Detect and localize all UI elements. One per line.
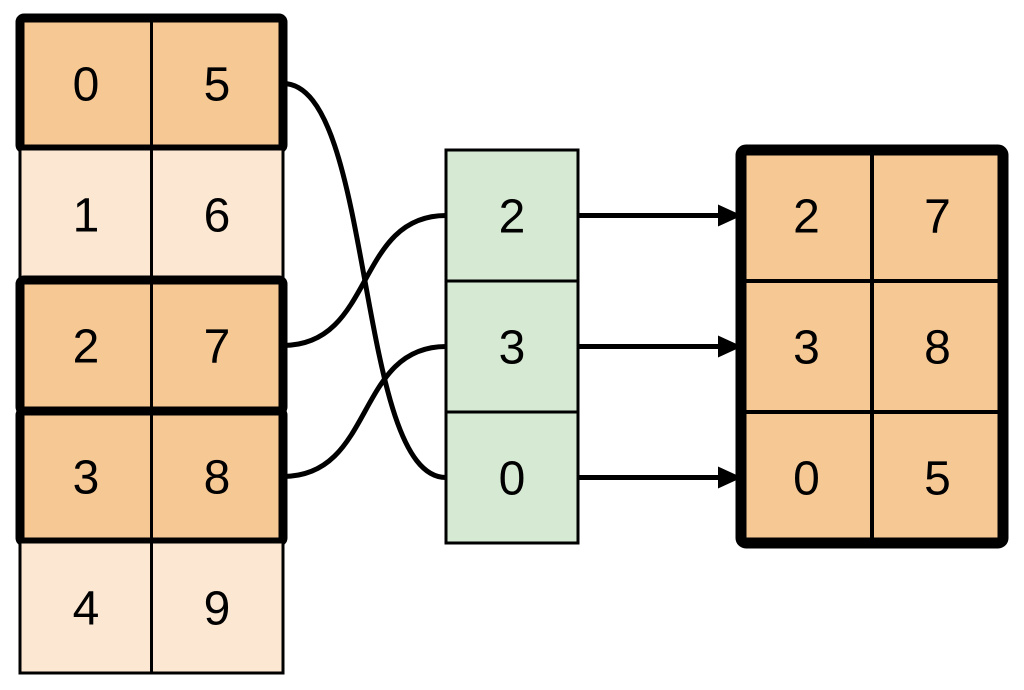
result-cell-value: 0	[793, 453, 820, 506]
source-cell	[18, 409, 153, 544]
source-row-1: 1 6	[18, 147, 285, 282]
result-cell-value: 3	[793, 322, 820, 375]
index-cell-0: 2	[444, 148, 580, 283]
connector-curves	[282, 81, 447, 480]
source-cell-value: 7	[204, 321, 231, 374]
result-arrows	[578, 204, 742, 489]
result-row-2: 0 5	[739, 410, 1005, 545]
result-row-1: 3 8	[739, 279, 1005, 414]
source-row-2: 2 7	[15, 275, 288, 416]
source-cell-value: 9	[204, 583, 231, 636]
source-cell	[150, 16, 285, 151]
source-cell-value: 8	[204, 452, 231, 505]
index-cell-1: 3	[444, 279, 580, 414]
source-cell-value: 5	[204, 59, 231, 112]
source-row-0: 0 5	[15, 13, 288, 154]
index-cell-value: 3	[499, 322, 526, 375]
arrowhead-icon	[718, 335, 742, 358]
result-table: 2 7 3 8 0 5	[735, 144, 1009, 549]
source-cell-value: 0	[73, 59, 100, 112]
arrow-index-cell-2-to-result-row-2	[578, 466, 742, 489]
source-cell	[18, 540, 153, 675]
result-cell	[870, 410, 1005, 545]
source-cell-value: 3	[73, 452, 100, 505]
source-cell-value: 4	[73, 583, 100, 636]
index-column: 2 3 0	[444, 148, 580, 545]
curve-source-row-2-to-index-cell-0	[282, 213, 447, 348]
source-row-3: 3 8	[15, 406, 288, 547]
result-cell-value: 2	[793, 191, 820, 244]
source-cell-value: 2	[73, 321, 100, 374]
source-table: 0 5 1 6 2 7 3 8	[15, 13, 288, 675]
result-cell-value: 5	[924, 453, 951, 506]
result-cell	[739, 410, 874, 545]
result-cell-value: 7	[924, 191, 951, 244]
result-row-0: 2 7	[739, 148, 1005, 283]
index-cell-2: 0	[444, 410, 580, 545]
index-cell-value: 2	[499, 191, 526, 244]
source-row-4: 4 9	[18, 540, 285, 675]
index-cell-value: 0	[499, 453, 526, 506]
curve-source-row-3-to-index-cell-1	[282, 344, 447, 479]
source-cell-value: 6	[204, 190, 231, 243]
source-cell-value: 1	[73, 190, 100, 243]
source-cell	[150, 147, 285, 282]
index-cell-box	[444, 410, 580, 545]
result-cell-value: 8	[924, 322, 951, 375]
arrowhead-icon	[718, 204, 742, 227]
arrow-index-cell-0-to-result-row-0	[578, 204, 742, 227]
source-cell	[18, 16, 153, 151]
source-cell	[150, 278, 285, 413]
arrowhead-icon	[718, 466, 742, 489]
index-cell-box	[444, 279, 580, 414]
source-cell	[150, 540, 285, 675]
arrow-index-cell-1-to-result-row-1	[578, 335, 742, 358]
